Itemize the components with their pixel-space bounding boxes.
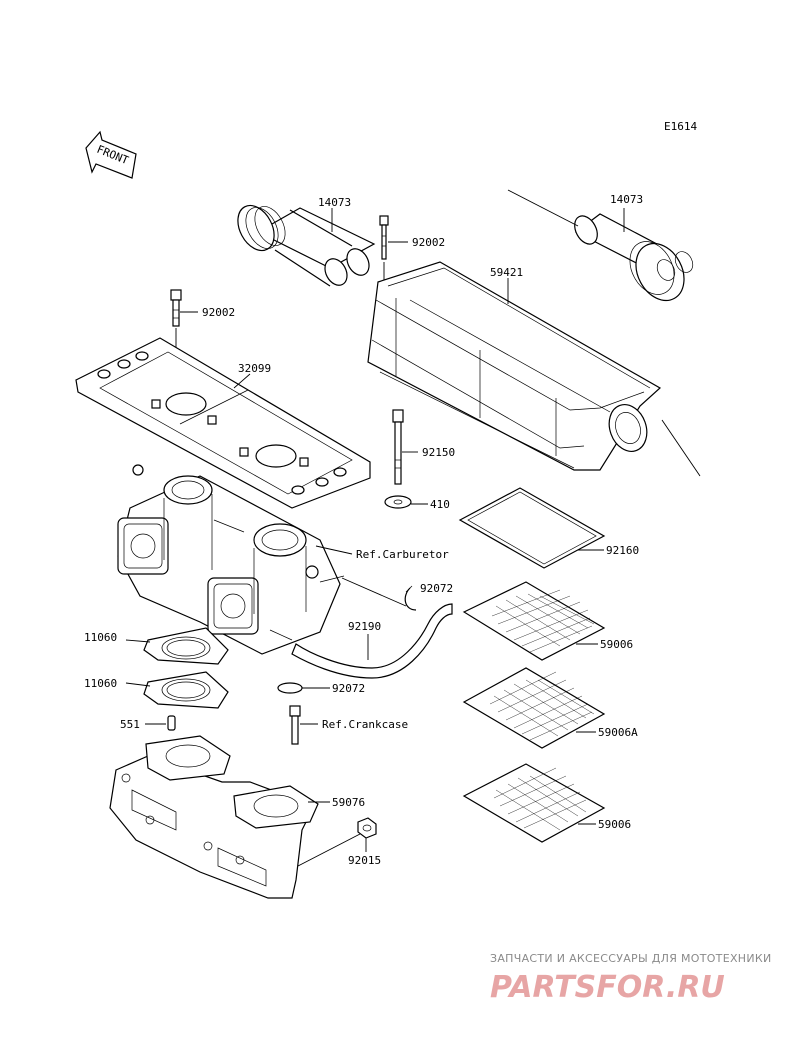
part-number-92015: 92015 xyxy=(348,854,381,867)
leader-32099 xyxy=(233,373,251,389)
leader-92015-axis xyxy=(297,833,361,867)
diagram-id: E1614 xyxy=(664,120,697,133)
mesh-screen-59006-lower xyxy=(462,763,606,843)
leader-11060-lower xyxy=(125,682,151,687)
clip-92072-lower xyxy=(277,682,303,694)
crankcase-fitting xyxy=(289,705,301,745)
gasket-11060-upper xyxy=(143,627,229,665)
intake-funnel-left xyxy=(237,204,376,287)
leader-11060-upper xyxy=(125,639,151,643)
part-number-92072-lower: 92072 xyxy=(332,682,365,695)
part-number-14073-right: 14073 xyxy=(610,193,643,206)
part-number-551: 551 xyxy=(120,718,140,731)
part-number-32099: 32099 xyxy=(238,362,271,375)
ref-carburetor: Ref.Carburetor xyxy=(356,548,449,561)
part-number-92072-upper: 92072 xyxy=(420,582,453,595)
mesh-screen-59006A xyxy=(462,667,606,749)
hose-92190 xyxy=(291,577,453,679)
watermark-logo: PARTSFOR.RU xyxy=(490,970,725,1005)
part-number-92002-top: 92002 xyxy=(412,236,445,249)
part-number-14073-left: 14073 xyxy=(318,196,351,209)
part-number-59006A: 59006A xyxy=(598,726,638,739)
part-number-11060-upper: 11060 xyxy=(84,631,117,644)
projection-line-top xyxy=(507,189,579,227)
intake-funnel-right xyxy=(574,213,694,302)
part-number-92190: 92190 xyxy=(348,620,381,633)
bolt-92002-left xyxy=(170,289,182,327)
gasket-92160 xyxy=(458,487,606,569)
part-number-92150: 92150 xyxy=(422,446,455,459)
nut-92015 xyxy=(357,817,377,839)
washer-410 xyxy=(384,495,412,509)
part-number-59006-lower: 59006 xyxy=(598,818,631,831)
stud-bolt-92150 xyxy=(392,409,404,485)
part-number-92160: 92160 xyxy=(606,544,639,557)
ref-crankcase: Ref.Crankcase xyxy=(322,718,408,731)
watermark-caption: ЗАПЧАСТИ И АКСЕССУАРЫ ДЛЯ МОТОТЕХНИКИ xyxy=(490,952,772,965)
bolt-92002-top xyxy=(379,215,389,260)
base-plate-32099 xyxy=(75,337,371,509)
leader-ref-carburetor xyxy=(315,545,353,555)
carburetor-assembly xyxy=(117,464,345,655)
gasket-11060-lower xyxy=(143,671,229,709)
air-box-cover-59421 xyxy=(367,261,662,471)
front-arrow-icon: FRONT xyxy=(85,130,137,179)
part-number-59076: 59076 xyxy=(332,796,365,809)
part-number-59006-upper: 59006 xyxy=(600,638,633,651)
mesh-screen-59006-upper xyxy=(462,581,606,661)
projection-line-right xyxy=(661,419,701,477)
part-number-59421: 59421 xyxy=(490,266,523,279)
part-number-92002-left: 92002 xyxy=(202,306,235,319)
part-number-410: 410 xyxy=(430,498,450,511)
dowel-pin-551 xyxy=(167,715,176,731)
clip-92072-upper xyxy=(404,585,417,611)
part-number-11060-lower: 11060 xyxy=(84,677,117,690)
intake-manifold-59076 xyxy=(109,735,319,899)
